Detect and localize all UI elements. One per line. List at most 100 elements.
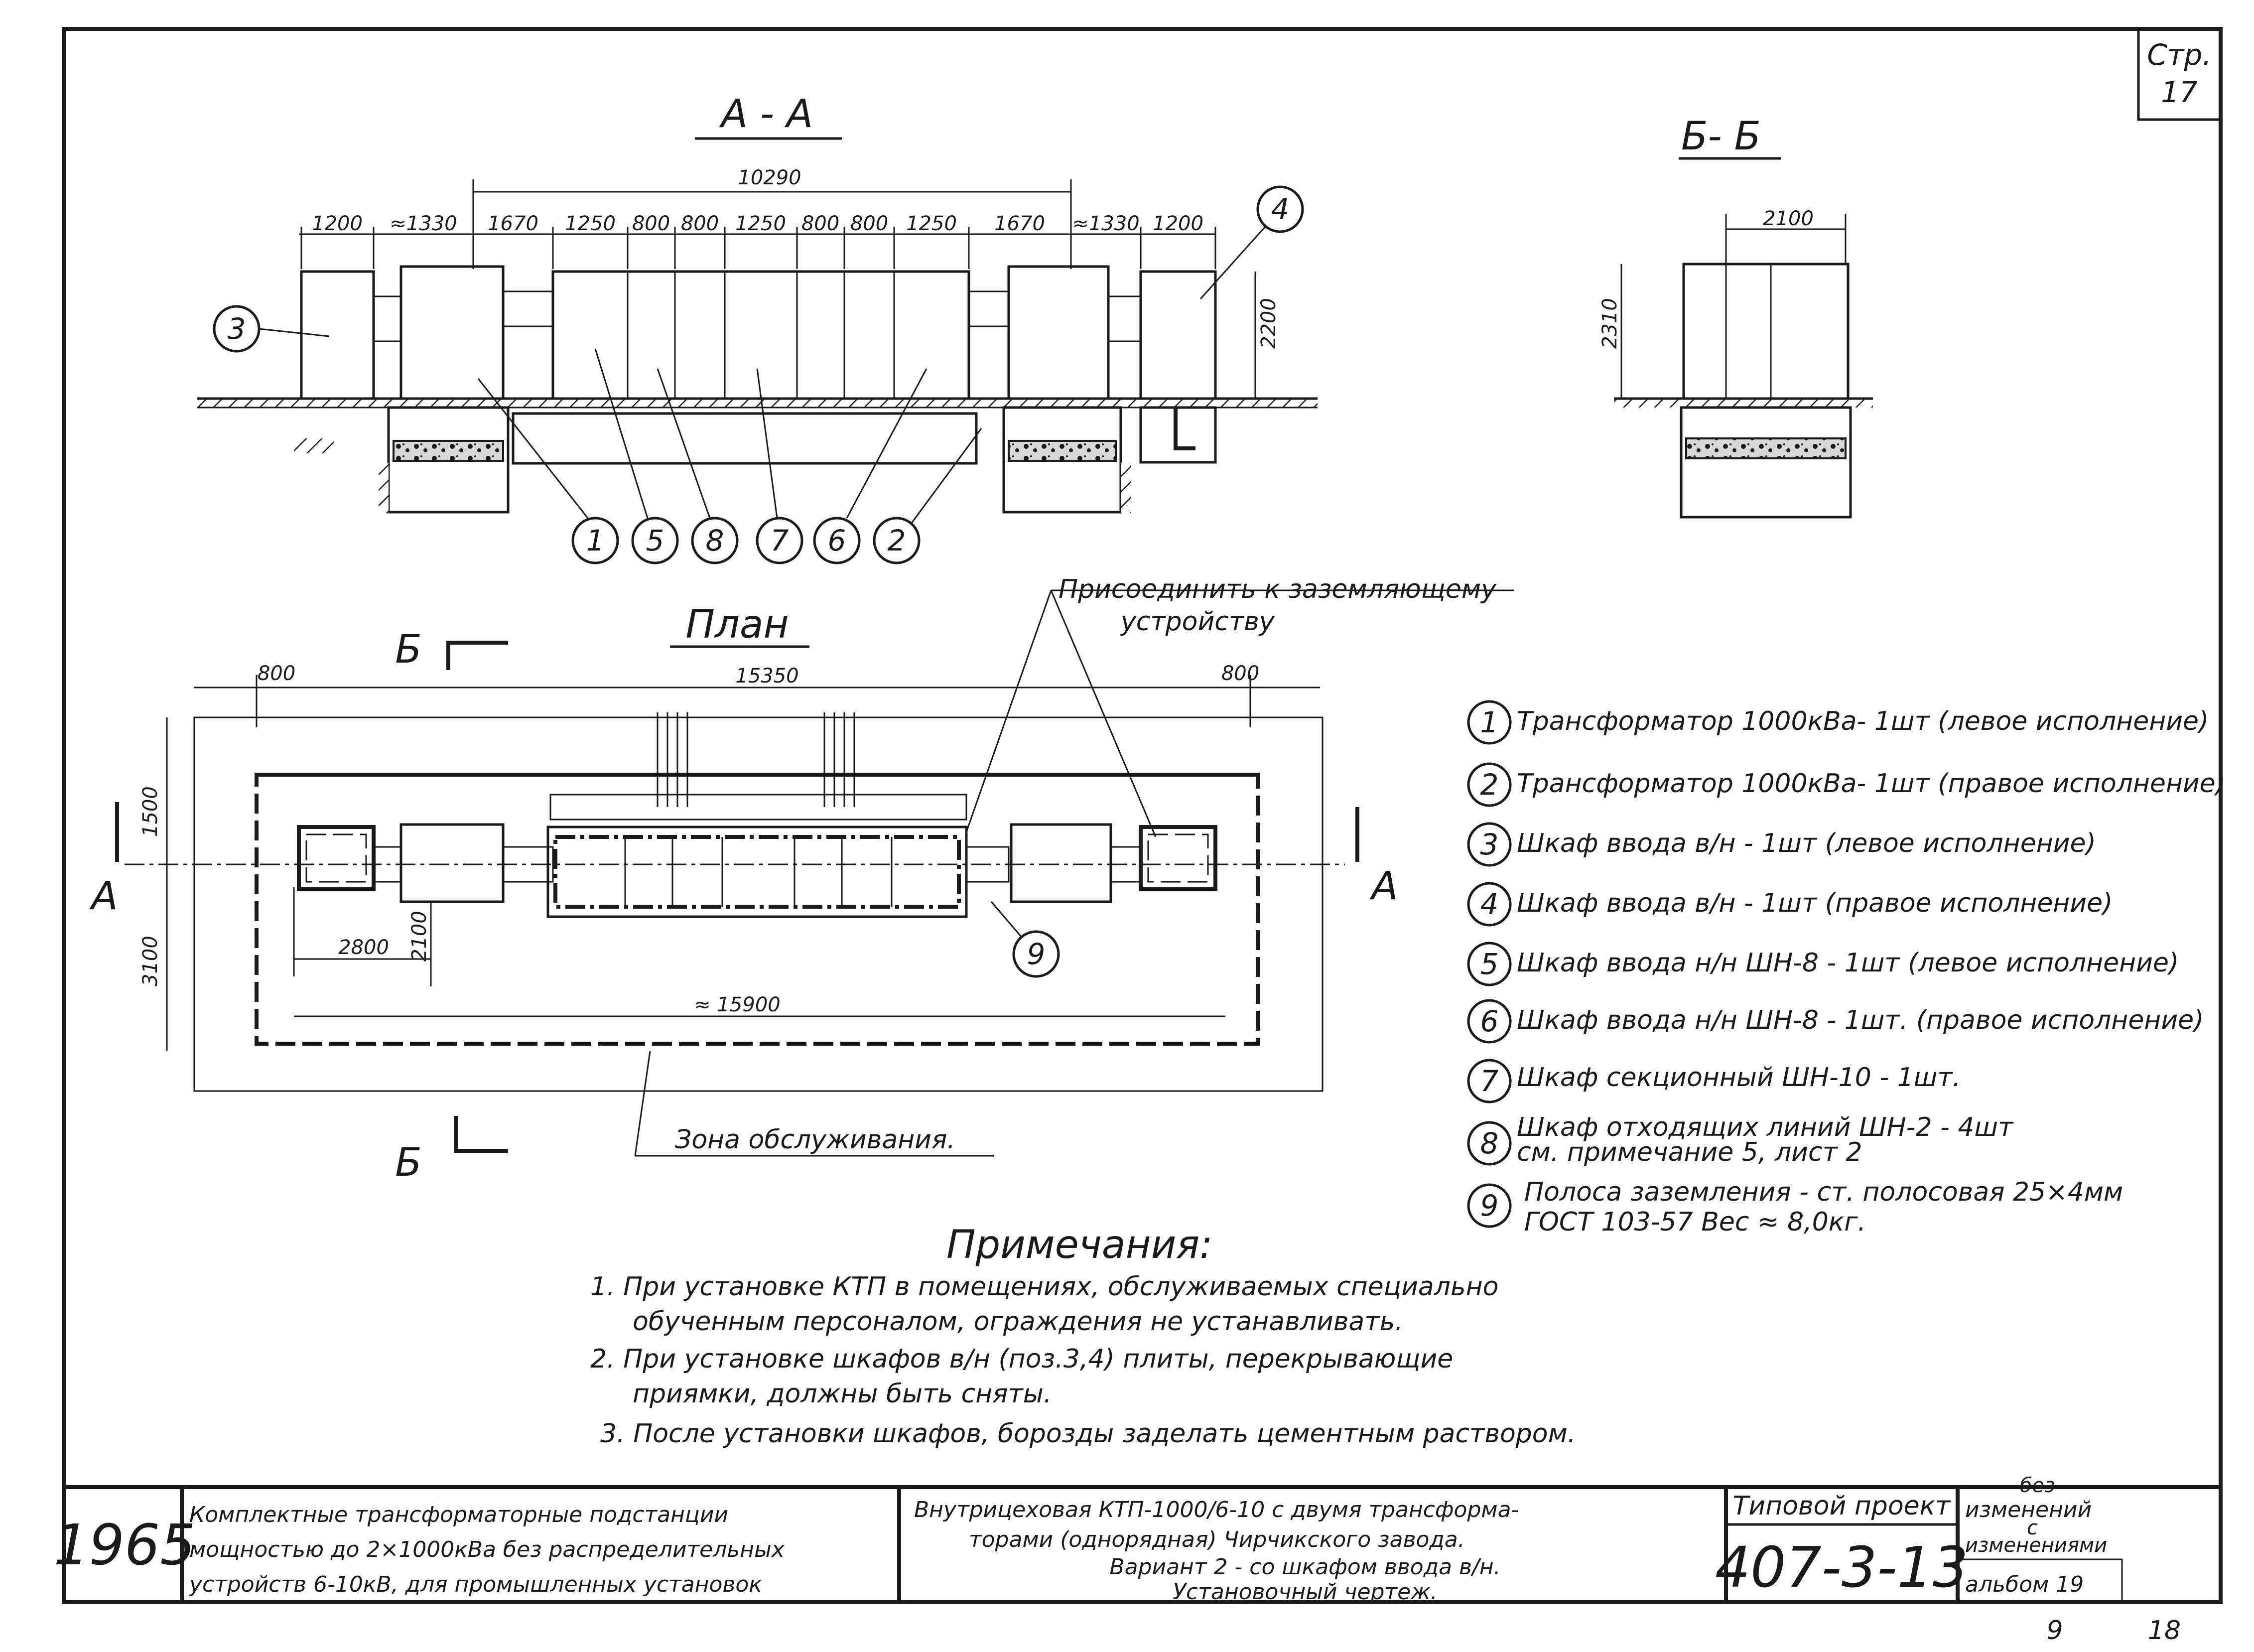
aa-callout-3: 3: [213, 305, 329, 353]
legend-item-6: 6 Шкаф ввода н/н ШН-8 - 1шт. (правое исп…: [1467, 999, 2204, 1044]
plan-cut-a-right: А: [1369, 864, 1398, 909]
svg-text:6: 6: [1480, 1004, 1499, 1038]
aa-callout-1: 1: [477, 378, 619, 564]
sheet-frame: [62, 27, 2223, 1604]
plan-dim-2800: 2800: [338, 936, 389, 959]
svg-text:Трансформатор 1000кВа- 1шт (пр: Трансформатор 1000кВа- 1шт (правое испол…: [1517, 769, 2226, 799]
legend: 1 Трансформатор 1000кВа- 1шт (левое испо…: [1467, 700, 2226, 1237]
legend-item-3: 3 Шкаф ввода в/н - 1шт (левое исполнение…: [1467, 822, 2096, 867]
section-aa: А - А 10290 1200 ≈1330 1670 1250: [197, 92, 1318, 564]
svg-text:7: 7: [771, 524, 789, 557]
svg-text:Шкаф ввода в/н - 1шт (правое и: Шкаф ввода в/н - 1шт (правое исполнение): [1517, 888, 2113, 918]
plan-hv-cabinet-left: [297, 825, 376, 891]
legend-item-9: 9 Полоса заземления - ст. полосовая 25×4…: [1467, 1177, 2123, 1237]
legend-item-2: 2 Трансформатор 1000кВа- 1шт (правое исп…: [1467, 762, 2226, 807]
svg-text:3: 3: [228, 312, 246, 346]
title-block: 1965 Комплектные трансформаторные подста…: [53, 1474, 2221, 1605]
footer-right-number: 18: [2148, 1616, 2181, 1646]
aa-callout-7: 7: [756, 368, 803, 564]
tb-project-label: Типовой проект: [1733, 1491, 1951, 1521]
aa-dim-height: 2200: [1257, 298, 1280, 349]
plan-dim-1500: 1500: [139, 786, 162, 837]
svg-text:Шкаф ввода н/н ШН-8 - 1шт (лев: Шкаф ввода н/н ШН-8 - 1шт (левое исполне…: [1517, 948, 2179, 978]
svg-text:ГОСТ 103-57 Вес ≈ 8,0кг.: ГОСТ 103-57 Вес ≈ 8,0кг.: [1524, 1207, 1866, 1237]
plan-transformer-left: [399, 823, 505, 903]
aa-dim-2: ≈1330: [390, 212, 457, 235]
aa-dim-13: 1200: [1153, 212, 1203, 235]
svg-text:5: 5: [1480, 947, 1499, 981]
plan-lv-switchboard: [546, 826, 968, 918]
plan-ground-note-line2: устройству: [1120, 607, 1275, 637]
plan-title: План: [685, 602, 789, 647]
plan-cut-b-top: Б: [395, 627, 422, 672]
aa-callout-6: 6: [813, 368, 928, 564]
legend-item-1: 1 Трансформатор 1000кВа- 1шт (левое испо…: [1467, 700, 2209, 745]
bb-transformer: [1682, 263, 1850, 405]
svg-text:Шкаф секционный ШН-10 - 1шт.: Шкаф секционный ШН-10 - 1шт.: [1517, 1063, 1961, 1093]
aa-callout-2: 2: [873, 428, 982, 564]
tb-title-line3: Вариант 2 - со шкафом ввода в/н.: [1109, 1554, 1500, 1580]
plan-dim-left: 800: [258, 662, 295, 685]
plan-cut-b-bottom: Б: [395, 1140, 422, 1185]
note-line-4: приямки, должны быть сняты.: [633, 1379, 1052, 1409]
aa-lv-switchboard: [551, 270, 970, 403]
plan-room-outline: [193, 716, 1324, 1092]
svg-text:7: 7: [1480, 1064, 1499, 1098]
aa-dim-11: 1670: [994, 212, 1045, 235]
aa-dim-5: 800: [632, 212, 670, 235]
svg-text:4: 4: [1271, 192, 1290, 226]
tb-title-line4: Установочный чертеж.: [1173, 1579, 1438, 1605]
svg-text:8: 8: [706, 524, 724, 557]
tb-desc-line2: мощностью до 2×1000кВа без распределител…: [189, 1537, 785, 1562]
svg-text:Шкаф ввода н/н ШН-8 - 1шт. (пр: Шкаф ввода н/н ШН-8 - 1шт. (правое испол…: [1517, 1005, 2204, 1035]
aa-callout-5: 5: [594, 348, 679, 564]
svg-text:1: 1: [586, 524, 605, 557]
aa-dim-6: 800: [681, 212, 719, 235]
aa-dim-total: 10290: [738, 166, 801, 189]
svg-text:9: 9: [1027, 937, 1046, 971]
plan-dim-total: 15350: [735, 665, 798, 688]
plan-view: План Б Б А А 15350 800 800: [89, 574, 1514, 1185]
aa-pit-right: [1002, 406, 1122, 514]
svg-text:2: 2: [888, 524, 906, 557]
plan-cable-sleeves: [657, 712, 855, 807]
aa-dim-9: 800: [850, 212, 888, 235]
aa-dim-7: 1250: [735, 212, 786, 235]
page-number: 17: [2161, 75, 2198, 109]
aa-transformer-left: [399, 265, 505, 400]
svg-text:Полоса заземления - ст. полосо: Полоса заземления - ст. полосовая 25×4мм: [1524, 1177, 2123, 1207]
tb-title-line1: Внутрицеховая КТП-1000/6-10 с двумя тран…: [914, 1497, 1519, 1522]
aa-pit-left: [387, 406, 510, 514]
notes: Примечания: 1. При установке КТП в помещ…: [590, 1223, 1576, 1449]
tb-project-number: 407-3-13: [1715, 1535, 1968, 1600]
svg-text:Трансформатор 1000кВа- 1шт (ле: Трансформатор 1000кВа- 1шт (левое исполн…: [1517, 706, 2209, 736]
svg-text:2: 2: [1480, 768, 1499, 802]
aa-cable-channel: [512, 412, 978, 465]
plan-ground-note-line1: Присоединить к заземляющему: [1059, 574, 1497, 604]
note-line-5: 3. После установки шкафов, борозды задел…: [600, 1419, 1576, 1449]
page-label: Стр.: [2147, 38, 2212, 72]
plan-dim-right: 800: [1221, 662, 1259, 685]
page-number-box: Стр. 17: [2137, 29, 2221, 121]
tb-rev-line3: с: [2027, 1516, 2038, 1539]
note-line-3: 2. При установке шкафов в/н (поз.3,4) пл…: [590, 1344, 1453, 1374]
svg-text:8: 8: [1480, 1126, 1499, 1160]
legend-item-8: 8 Шкаф отходящих линий ШН-2 - 4шт см. пр…: [1467, 1112, 2014, 1167]
legend-item-5: 5 Шкаф ввода н/н ШН-8 - 1шт (левое испол…: [1467, 942, 2179, 986]
svg-text:6: 6: [828, 524, 846, 557]
bb-dim-height: 2310: [1598, 298, 1621, 349]
tb-year: 1965: [53, 1513, 195, 1578]
section-bb-title: Б- Б: [1681, 114, 1761, 159]
svg-text:Шкаф отходящих линий ШН-2 - 4ш: Шкаф отходящих линий ШН-2 - 4шт: [1517, 1112, 2014, 1142]
plan-dim-3100: 3100: [139, 936, 162, 986]
svg-text:Шкаф ввода в/н - 1шт (левое ис: Шкаф ввода в/н - 1шт (левое исполнение): [1517, 828, 2096, 858]
tb-rev-line1: без: [2020, 1474, 2055, 1497]
tb-rev-line4: изменениями: [1965, 1534, 2107, 1557]
aa-callout-4: 4: [1199, 185, 1304, 300]
plan-hv-cabinet-right: [1139, 825, 1217, 891]
legend-item-7: 7 Шкаф секционный ШН-10 - 1шт.: [1467, 1059, 1961, 1103]
legend-item-4: 4 Шкаф ввода в/н - 1шт (правое исполнени…: [1467, 882, 2113, 927]
plan-callout-9: 9: [990, 901, 1060, 978]
notes-title: Примечания:: [946, 1223, 1212, 1267]
